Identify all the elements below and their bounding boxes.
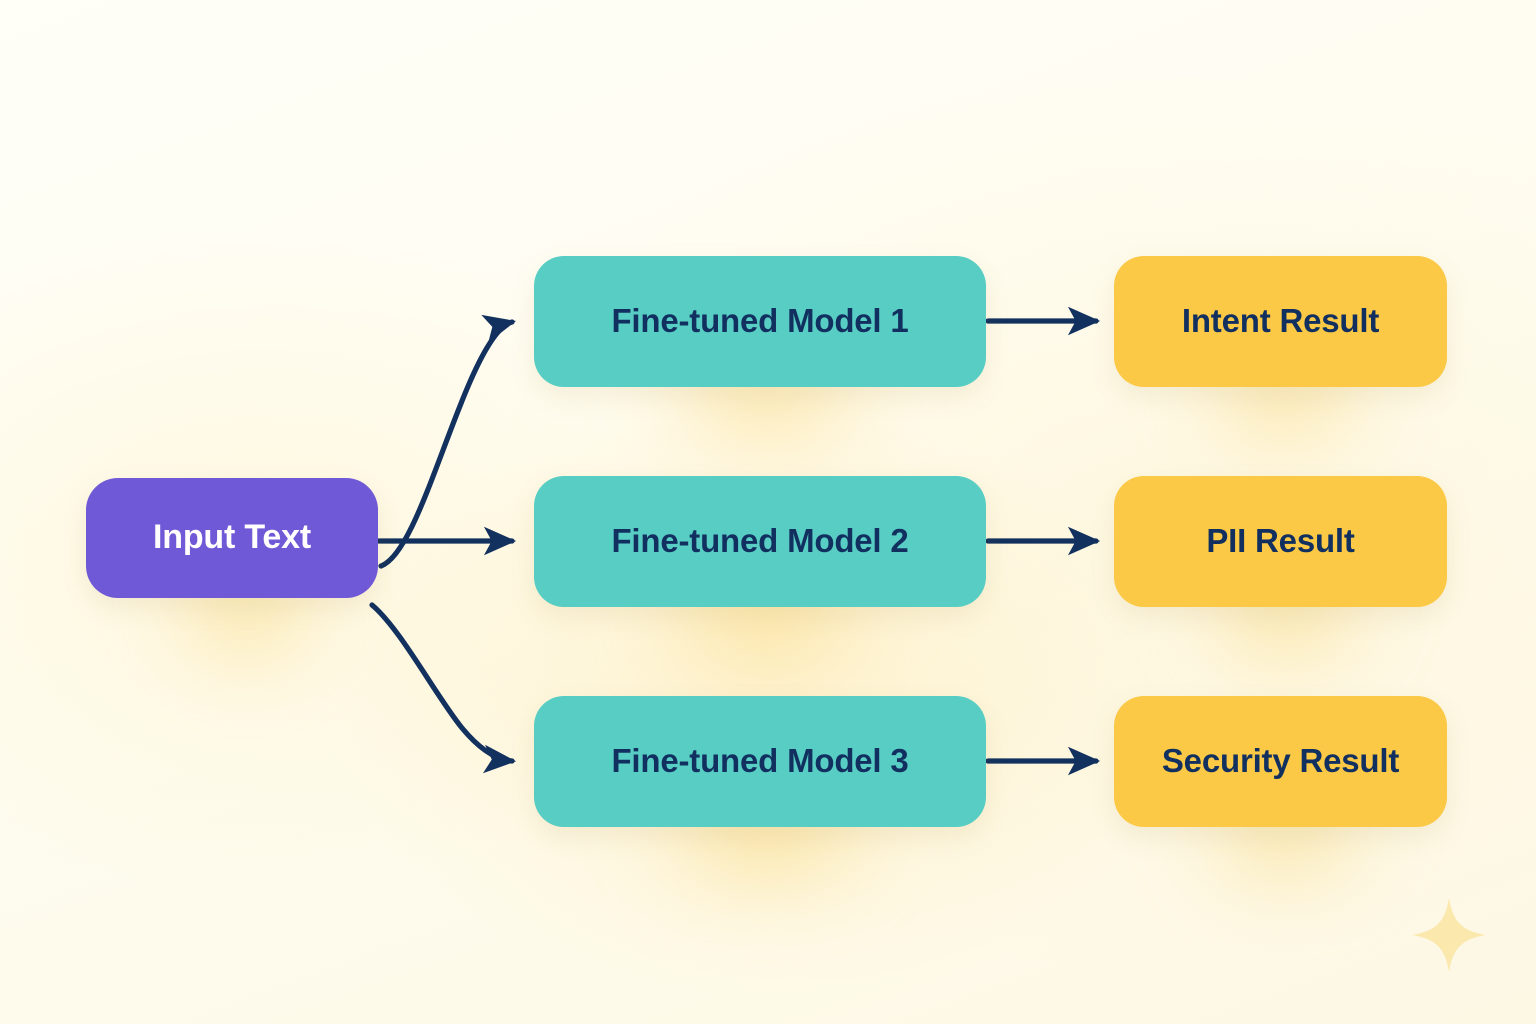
node-model-3[interactable]: Fine-tuned Model 3	[534, 696, 986, 827]
edge-input-to-model-3	[369, 602, 517, 774]
node-input-text-label: Input Text	[153, 518, 311, 557]
node-result-3-label: Security Result	[1161, 742, 1400, 780]
node-result-2-label: PII Result	[1206, 522, 1355, 560]
node-model-2-label: Fine-tuned Model 2	[611, 522, 909, 560]
node-model-2[interactable]: Fine-tuned Model 2	[534, 476, 986, 607]
node-model-1-label: Fine-tuned Model 1	[611, 302, 909, 340]
node-result-1-label: Intent Result	[1181, 302, 1380, 340]
node-model-1[interactable]: Fine-tuned Model 1	[534, 256, 986, 387]
node-input-text[interactable]: Input Text	[86, 478, 378, 598]
node-result-1[interactable]: Intent Result	[1114, 256, 1447, 387]
edge-input-to-model-1	[378, 314, 517, 569]
node-result-3[interactable]: Security Result	[1114, 696, 1447, 827]
node-model-3-label: Fine-tuned Model 3	[611, 742, 909, 780]
node-result-2[interactable]: PII Result	[1114, 476, 1447, 607]
